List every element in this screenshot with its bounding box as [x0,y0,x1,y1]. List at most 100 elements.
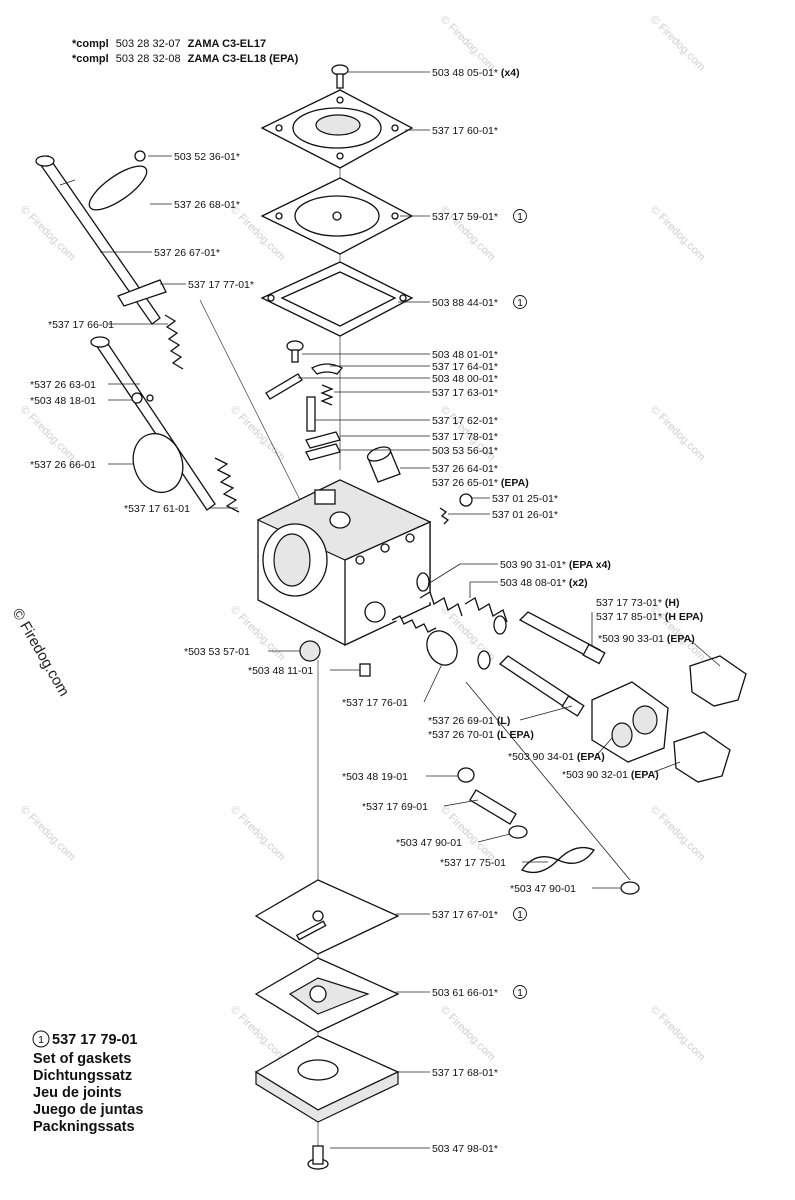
watermark: © Firedog.com [438,804,498,864]
callout-537-17-63-01: 537 17 63-01* [432,387,498,399]
callout-503-90-32-01: *503 90 32-01 (EPA) [562,769,659,781]
callout-503-48-19-01: *503 48 19-01 [342,771,408,783]
watermark: © Firedog.com [648,204,708,264]
adjustment-needles-drawing [416,572,606,717]
callout-503-53-56-01: 503 53 56-01* [432,445,498,457]
kit-name-es: Juego de juntas [33,1102,143,1118]
gasket-kit-marker-icon: 1 [513,295,527,309]
callout-537-17-59-01: 537 17 59-01* [432,211,498,223]
callout-537-17-68-01: 537 17 68-01* [432,1067,498,1079]
kit-number: 537 17 79-01 [52,1032,137,1048]
callout-537-17-69-01: *537 17 69-01 [362,801,428,813]
callout-537-17-67-01: 537 17 67-01* [432,909,498,921]
limiter-cap-drawing [366,446,401,483]
kit-name-fr: Jeu de joints [33,1085,122,1101]
throttle-spring-drawing [214,457,240,513]
watermark: © Firedog.com [648,404,708,464]
choke-shaft-drawing [90,336,216,511]
svg-text:1: 1 [517,909,523,921]
svg-text:1: 1 [517,297,523,309]
copyright-text: © Firedog.com [9,606,73,700]
watermark: © Firedog.com [18,404,78,464]
callout-537-17-73-01: 537 17 73-01* (H) [596,597,679,609]
callout-537-26-68-01: 537 26 68-01* [174,199,240,211]
callout-537-17-64-01: 537 17 64-01* [432,361,498,373]
watermark: © Firedog.com [438,1004,498,1064]
gasket-kit-marker-icon: 1 [513,985,527,999]
callout-503-48-08-01: 503 48 08-01* (x2) [500,577,588,589]
callout-503-48-00-01: 503 48 00-01* [432,373,498,385]
idle-screw-drawing [364,601,458,666]
callout-503-48-05-01: 503 48 05-01* (x4) [432,67,520,79]
metering-lever-parts-drawing [265,340,344,461]
svg-text:1: 1 [517,211,523,223]
callout-503-47-90-01-b: *503 47 90-01 [510,883,576,895]
watermark: © Firedog.com [228,404,288,464]
watermark: © Firedog.com [228,1004,288,1064]
callout-503-90-33-01: *503 90 33-01 (EPA) [598,633,695,645]
kit-name-en: Set of gaskets [33,1051,131,1067]
lower-small-parts-drawing [299,640,640,895]
watermark: © Firedog.com [18,804,78,864]
callout-537-26-64-01: 537 26 64-01* [432,463,498,475]
metering-gasket-drawing [254,957,400,1033]
callout-503-90-31-01: 503 90 31-01* (EPA x4) [500,559,611,571]
callout-503-48-01-01: 503 48 01-01* [432,349,498,361]
choke-spring-drawing [164,314,184,370]
pump-diaphragm-drawing [260,177,414,255]
watermark: © Firedog.com [438,14,498,74]
callout-537-17-85-01: 537 17 85-01* (H EPA) [596,611,703,623]
callout-537-26-63-01: *537 26 63-01 [30,379,96,391]
callout-503-52-36-01: 503 52 36-01* [174,151,240,163]
gasket-kit-marker-icon: 1 [513,209,527,223]
callout-503-47-98-01: 503 47 98-01* [432,1143,498,1155]
top-cover-screw-drawing [331,64,349,89]
callout-503-48-11-01: *503 48 11-01 [248,665,313,677]
callout-537-17-62-01: 537 17 62-01* [432,415,498,427]
metering-diaphragm-drawing [254,879,400,955]
gasket-kit-legend: 1 537 17 79-01 Set of gaskets Dichtungss… [32,1030,143,1135]
throttle-shaft-drawing [35,150,167,325]
header-line-2: *compl 503 28 32-08 ZAMA C3-EL18 (EPA) [72,53,299,65]
callout-537-17-60-01: 537 17 60-01* [432,125,498,137]
limiter-caps-epa-drawing [591,655,747,783]
header-line-1: *compl 503 28 32-07 ZAMA C3-EL17 [72,38,266,50]
callout-503-53-57-01: *503 53 57-01 [184,646,250,658]
watermark: © Firedog.com [18,204,78,264]
callout-537-17-78-01: 537 17 78-01* [432,431,498,443]
metering-cover-drawing [254,1035,400,1123]
callout-537-17-77-01: 537 17 77-01* [188,279,254,291]
callout-537-01-26-01: 537 01 26-01* [492,509,558,521]
callout-537-01-25-01: 537 01 25-01* [492,493,558,505]
callout-537-17-75-01: *537 17 75-01 [440,857,506,869]
watermark: © Firedog.com [648,14,708,74]
part-callouts: 503 48 05-01* (x4) 537 17 60-01* 503 52 … [30,67,703,1155]
gasket-kit-marker-icon: 1 [32,1030,50,1048]
callout-537-17-66-01: *537 17 66-01 [48,319,114,331]
callout-537-26-69-01: *537 26 69-01 (L) [428,715,510,727]
cover-screw-drawing [307,1145,329,1170]
watermark: © Firedog.com [228,804,288,864]
callout-537-17-76-01: *537 17 76-01 [342,697,408,709]
svg-text:1: 1 [517,987,523,999]
callout-503-61-66-01: 503 61 66-01* [432,987,498,999]
leader-lines [100,71,721,1149]
callout-537-17-61-01: *537 17 61-01 [124,503,190,515]
callout-537-26-65-01: 537 26 65-01* (EPA) [432,477,529,489]
callout-503-48-18-01: *503 48 18-01 [30,395,96,407]
callout-537-26-70-01: *537 26 70-01 (L EPA) [428,729,534,741]
callout-537-26-66-01: *537 26 66-01 [30,459,96,471]
parts-drawings [35,64,747,1170]
pump-gasket-drawing [260,261,414,337]
gasket-kit-marker-icon: 1 [513,907,527,921]
carburetor-body-drawing [256,479,432,647]
callout-503-90-34-01: *503 90 34-01 (EPA) [508,751,605,763]
callout-503-47-90-01: *503 47 90-01 [396,837,462,849]
kit-name-sv: Packningssats [33,1119,135,1135]
callout-503-88-44-01: 503 88 44-01* [432,297,498,309]
watermark: © Firedog.com [648,1004,708,1064]
svg-text:1: 1 [38,1034,44,1046]
callout-537-26-67-01: 537 26 67-01* [154,247,220,259]
kit-name-de: Dichtungssatz [33,1068,132,1084]
